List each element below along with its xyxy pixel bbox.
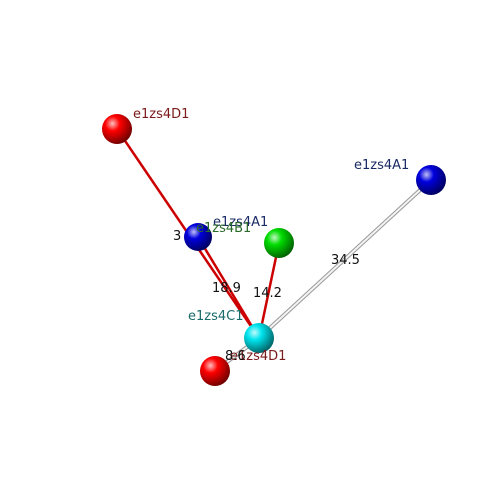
atom-labels: e1zs4D1e1zs4A1e1zs4B1e1zs4A1e1zs4C1e1zs4… (133, 107, 409, 364)
distance-label: 3 (173, 229, 181, 244)
distance-label: 14.2 (253, 286, 282, 301)
distance-line (258, 179, 432, 339)
atom-spheres (102, 114, 446, 386)
atom-label: e1zs4A1 (213, 215, 268, 230)
distance-line (196, 236, 261, 339)
distance-labels: 18.9 3 14.2 34.5 8.6 (173, 229, 360, 364)
distance-line (257, 242, 281, 339)
distance-label: 18.9 (212, 281, 241, 296)
atom-label: e1zs4A1 (354, 158, 409, 173)
atom-label: e1zs4C1 (188, 309, 244, 324)
distance-label: 8.6 (225, 349, 246, 364)
atom-label: e1zs4D1 (230, 349, 286, 364)
atom-sphere[interactable] (264, 228, 294, 258)
atom-sphere[interactable] (102, 114, 132, 144)
atom-label: e1zs4B1 (196, 221, 251, 236)
atom-sphere[interactable] (416, 165, 446, 195)
distance-label: 34.5 (331, 253, 360, 268)
atom-sphere[interactable] (244, 323, 274, 353)
atom-sphere[interactable] (200, 356, 230, 386)
atom-label: e1zs4D1 (133, 107, 189, 122)
atom-sphere[interactable] (184, 223, 212, 251)
